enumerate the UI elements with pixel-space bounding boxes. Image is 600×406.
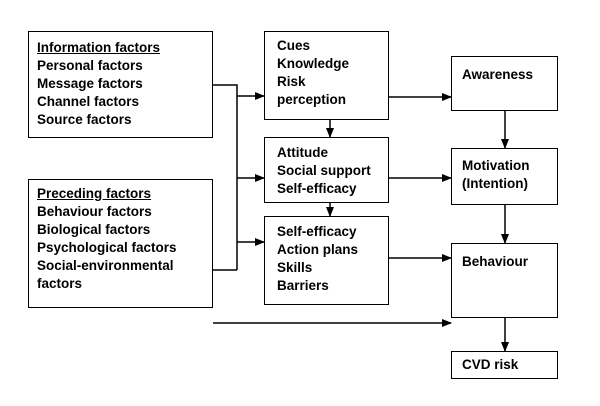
preceding-factors-item: Biological factors <box>37 222 151 237</box>
information-factors-item: Message factors <box>37 76 143 91</box>
self-efficacy-item: Skills <box>277 260 313 275</box>
information-factors-box: Information factors Personal factors Mes… <box>28 31 213 138</box>
preceding-factors-item: Social-environmental <box>37 258 174 273</box>
behaviour-box: Behaviour <box>451 243 558 318</box>
cues-item: perception <box>277 92 347 107</box>
self-efficacy-item: Action plans <box>277 242 359 257</box>
preceding-factors-item: factors <box>37 276 83 291</box>
information-factors-heading: Information factors <box>37 40 161 55</box>
attitude-item: Self-efficacy <box>277 181 357 196</box>
connector-info-to-bus <box>213 84 238 96</box>
cues-item: Cues <box>277 38 311 53</box>
information-factors-item: Source factors <box>37 112 132 127</box>
cues-knowledge-box: Cues Knowledge Risk perception <box>264 31 389 120</box>
motivation-sublabel: (Intention) <box>462 176 528 191</box>
attitude-item: Attitude <box>277 145 328 160</box>
awareness-label: Awareness <box>462 67 534 82</box>
motivation-box: Motivation (Intention) <box>451 148 558 205</box>
preceding-factors-box: Preceding factors Behaviour factors Biol… <box>28 179 213 308</box>
preceding-factors-item: Psychological factors <box>37 240 177 255</box>
self-efficacy-box: Self-efficacy Action plans Skills Barrie… <box>264 216 389 305</box>
self-efficacy-item: Self-efficacy <box>277 224 357 239</box>
behaviour-label: Behaviour <box>462 254 529 269</box>
awareness-box: Awareness <box>451 56 558 111</box>
cues-item: Risk <box>277 74 306 89</box>
attitude-item: Social support <box>277 163 371 178</box>
information-factors-item: Personal factors <box>37 58 143 73</box>
cvd-risk-label: CVD risk <box>462 357 519 372</box>
cues-item: Knowledge <box>277 56 350 71</box>
attitude-box: Attitude Social support Self-efficacy <box>264 137 389 203</box>
motivation-label: Motivation <box>462 158 530 173</box>
information-factors-item: Channel factors <box>37 94 140 109</box>
preceding-factors-item: Behaviour factors <box>37 204 152 219</box>
cvd-risk-box: CVD risk <box>451 351 558 379</box>
preceding-factors-heading: Preceding factors <box>37 186 152 201</box>
self-efficacy-item: Barriers <box>277 278 329 293</box>
